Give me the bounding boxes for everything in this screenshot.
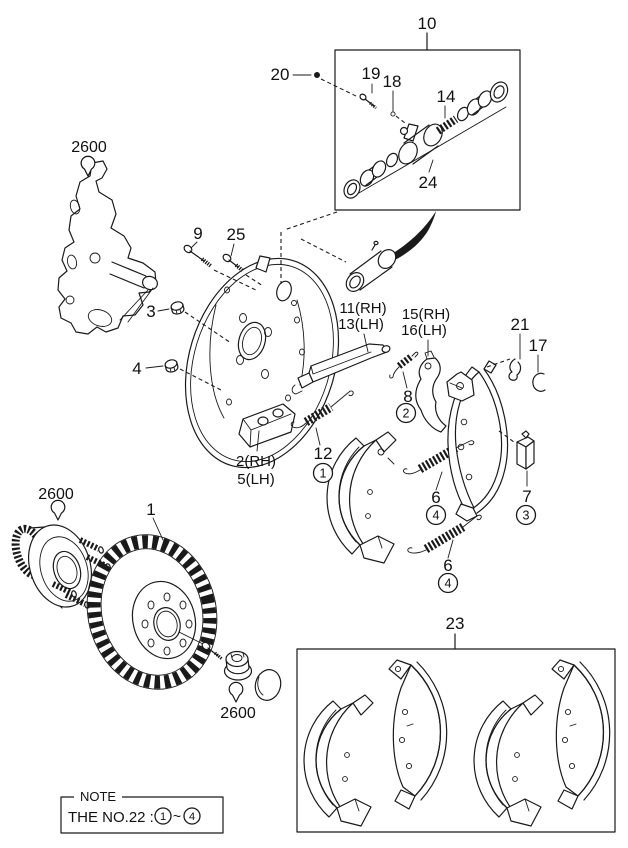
callout-2-rh: 2(RH) <box>236 453 276 470</box>
bleeder-screw <box>359 93 377 110</box>
c-clip <box>532 354 546 392</box>
note-box: NOTE THE NO.22 : 1 ~ 4 <box>60 789 224 834</box>
callout-15-rh: 15(RH) <box>402 306 450 323</box>
note-tilde: ~ <box>173 808 181 824</box>
callout-17: 17 <box>529 336 548 355</box>
svg-text:4: 4 <box>445 576 452 590</box>
adjuster-lever <box>415 339 447 433</box>
brake-shoe-leading <box>326 431 397 564</box>
bleeder-cap <box>292 72 359 98</box>
callout-20: 20 <box>271 65 290 84</box>
wheel-cylinder-kit-box <box>334 32 521 211</box>
brake-shoe-trailing <box>446 358 515 522</box>
note-circle-to <box>183 807 201 825</box>
callout-11-rh: 11(RH) <box>339 300 386 317</box>
callout-12: 12 <box>314 444 333 463</box>
drum-bolt-holes <box>141 592 193 656</box>
callout-24: 24 <box>419 173 438 192</box>
svg-text:1: 1 <box>320 466 327 480</box>
callout-2600-knuckle: 2600 <box>71 139 107 156</box>
callout-8: 8 <box>403 387 412 406</box>
note-circle-from <box>154 807 172 825</box>
nut-4 <box>145 357 224 392</box>
mounting-bolt-25 <box>222 243 264 287</box>
cup-seal-left <box>385 152 399 168</box>
piston-left <box>359 160 387 187</box>
dust-cap <box>254 669 282 701</box>
svg-text:3: 3 <box>523 508 530 522</box>
circled-number-qty-pad-7: 3 <box>515 504 537 526</box>
piston-spring <box>435 115 459 135</box>
boot-left <box>343 179 361 199</box>
shoe-hold-pad <box>516 430 535 487</box>
callout-25: 25 <box>227 225 246 244</box>
callout-13-lh: 13(LH) <box>338 316 384 333</box>
spring-12 <box>290 390 354 446</box>
boot-right <box>489 81 509 103</box>
callout-21: 21 <box>511 315 530 334</box>
mounting-bolt-9 <box>183 241 259 292</box>
callout-16-lh: 16(LH) <box>401 322 447 339</box>
callout-1: 1 <box>146 500 155 519</box>
callout-6-upper: 6 <box>431 488 440 507</box>
pin-marker-cap <box>228 681 244 703</box>
circled-number-qty-spring-6-upper: 4 <box>425 504 447 526</box>
callout-5-lh: 5(LH) <box>237 471 275 488</box>
callout-14: 14 <box>437 87 456 106</box>
brake-drum <box>86 517 218 690</box>
circled-number-qty-spring-12: 1 <box>312 462 334 484</box>
check-ball <box>390 111 396 117</box>
wave-clip <box>508 333 522 381</box>
callout-9: 9 <box>193 224 202 243</box>
callout-10: 10 <box>418 14 437 33</box>
callout-7: 7 <box>522 487 531 506</box>
wheel-hub <box>11 499 111 609</box>
callout-6-lower: 6 <box>443 556 452 575</box>
callout-23: 23 <box>446 614 465 633</box>
note-circle-to-number: 4 <box>189 811 195 823</box>
callout-2600-hub: 2600 <box>38 486 74 503</box>
brake-shoe-kit-box <box>296 633 616 833</box>
callout-19: 19 <box>362 64 381 83</box>
note-circle-from-number: 1 <box>160 811 166 823</box>
nut-3 <box>157 299 232 344</box>
callout-18: 18 <box>383 72 402 91</box>
callout-4: 4 <box>132 359 141 378</box>
svg-text:4: 4 <box>433 508 440 522</box>
svg-text:2: 2 <box>403 406 410 420</box>
callout-3: 3 <box>146 302 155 321</box>
backing-plate <box>184 255 340 469</box>
parking-brake-strut <box>291 333 391 395</box>
circled-number-qty-spring-6-lower: 4 <box>437 572 459 594</box>
spring-8 <box>389 351 419 389</box>
rear-knuckle <box>57 155 158 335</box>
note-heading: NOTE <box>80 789 116 804</box>
callout-2600-cap: 2600 <box>220 705 256 722</box>
piston-right <box>466 90 493 116</box>
spring-6-lower <box>407 514 482 559</box>
drum-screw <box>178 631 224 661</box>
wheel-cylinder-mounted <box>280 211 436 292</box>
cup-seal-right <box>456 106 470 122</box>
spindle-nut <box>223 650 253 681</box>
note-text: THE NO.22 : <box>68 809 154 826</box>
circled-number-qty-spring-8: 2 <box>395 402 417 424</box>
